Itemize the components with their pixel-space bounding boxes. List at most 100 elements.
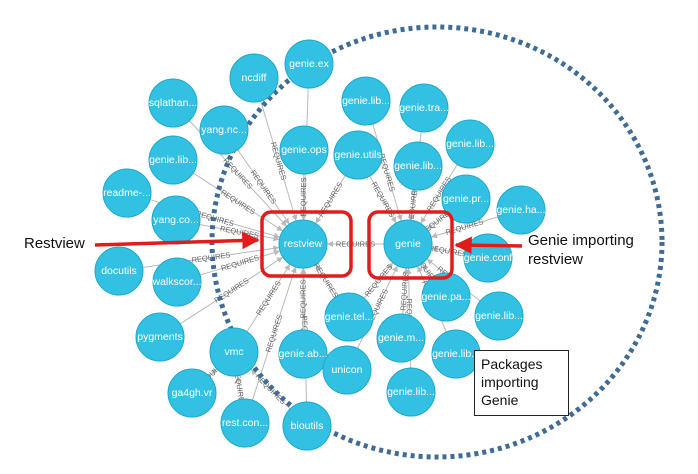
edge-genie_tel-to-restview: REQUIRES: [312, 262, 340, 300]
node-circle[interactable]: [148, 78, 198, 128]
node-circle[interactable]: [333, 130, 383, 180]
node-genie_lib_a[interactable]: genie.lib...: [148, 135, 198, 185]
node-label: genie.lib...: [342, 95, 390, 107]
node-circle[interactable]: [284, 39, 334, 89]
node-docutils[interactable]: docutils: [94, 246, 144, 296]
packages-line1: Packages: [481, 356, 543, 372]
node-label: sqlathan...: [149, 97, 197, 109]
node-circle[interactable]: [399, 83, 449, 133]
edge-genie_ab-to-restview: REQUIRES: [299, 268, 308, 330]
edge-label: REQUIRES: [299, 177, 308, 216]
edge-genie_lib_c-to-genie: REQUIRES: [406, 185, 420, 225]
node-circle[interactable]: [278, 219, 328, 269]
node-yang_nc[interactable]: yang.nc...: [199, 105, 249, 155]
node-rest_con[interactable]: rest.con...: [220, 398, 270, 448]
edge-line: [179, 256, 284, 325]
node-unicon[interactable]: unicon: [322, 345, 372, 395]
node-bioutils[interactable]: bioutils: [282, 401, 332, 451]
node-genie_ab[interactable]: genie.ab...: [278, 329, 328, 379]
node-circle[interactable]: [199, 105, 249, 155]
node-genie_lib_f[interactable]: genie.lib...: [431, 329, 481, 379]
node-readme[interactable]: readme-...: [102, 168, 152, 218]
node-genie_lib_g[interactable]: genie.lib...: [386, 367, 436, 417]
genie-highlight-box: [367, 210, 454, 280]
node-circle[interactable]: [152, 257, 202, 307]
node-label: genie.lib...: [475, 310, 523, 322]
node-circle[interactable]: [220, 398, 270, 448]
node-genie_utils[interactable]: genie.utils: [333, 130, 383, 180]
packages-line2: importing: [481, 374, 539, 390]
node-circle[interactable]: [94, 246, 144, 296]
edge-line: [421, 263, 433, 278]
node-genie_tra[interactable]: genie.tra...: [399, 83, 449, 133]
node-sqlathan[interactable]: sqlathan...: [148, 78, 198, 128]
node-circle[interactable]: [102, 168, 152, 218]
node-circle[interactable]: [341, 76, 391, 126]
edge-line: [430, 216, 499, 239]
node-ga4gh[interactable]: ga4gh.vr: [167, 368, 217, 418]
node-genie_ex[interactable]: genie.ex: [284, 39, 334, 89]
packages-importing-genie-box: Packages importing Genie: [474, 350, 569, 416]
node-circle[interactable]: [279, 125, 329, 175]
node-label: ga4gh.vr: [172, 387, 213, 399]
node-label: vmc: [224, 346, 243, 358]
node-pygments[interactable]: pygments: [135, 312, 185, 362]
edge-line: [426, 213, 448, 230]
node-genie_ops[interactable]: genie.ops: [279, 125, 329, 175]
node-circle[interactable]: [282, 401, 332, 451]
node-circle[interactable]: [496, 185, 546, 235]
node-circle[interactable]: [474, 291, 524, 341]
node-circle[interactable]: [278, 329, 328, 379]
node-restview[interactable]: restview: [278, 219, 328, 269]
node-ncdiff[interactable]: ncdiff: [229, 53, 279, 103]
node-label: genie: [395, 238, 421, 250]
node-genie_ha[interactable]: genie.ha...: [496, 185, 546, 235]
node-label: bioutils: [291, 420, 324, 432]
node-circle[interactable]: [445, 119, 495, 169]
node-circle[interactable]: [386, 367, 436, 417]
edge-label: REQUIRES: [399, 271, 411, 311]
node-genie_conf[interactable]: genie.conf: [463, 233, 513, 283]
node-genie_lib_d[interactable]: genie.lib...: [445, 119, 495, 169]
node-label: genie.conf: [464, 252, 513, 264]
node-label: genie.pa...: [421, 291, 470, 303]
genie-callout-label: Genie importing restview: [528, 231, 634, 269]
node-yang_co[interactable]: yang.co...: [151, 195, 201, 245]
edge-label: REQUIRES: [254, 279, 283, 317]
node-circle[interactable]: [167, 368, 217, 418]
edge-line: [363, 262, 394, 299]
node-circle[interactable]: [229, 53, 279, 103]
node-circle[interactable]: [441, 174, 491, 224]
node-genie_pr[interactable]: genie.pr...: [441, 174, 491, 224]
node-label: pygments: [137, 331, 183, 343]
node-circle[interactable]: [324, 292, 374, 342]
node-circle[interactable]: [135, 312, 185, 362]
edge-line: [315, 264, 337, 297]
node-label: genie.ha...: [496, 204, 545, 216]
node-circle[interactable]: [393, 141, 443, 191]
node-genie_tel[interactable]: genie.tel...: [324, 292, 374, 342]
node-label: ncdiff: [242, 72, 267, 84]
node-genie_lib_c[interactable]: genie.lib...: [393, 141, 443, 191]
node-label: genie.lib...: [446, 138, 494, 150]
edge-line: [208, 368, 218, 377]
node-circle[interactable]: [376, 313, 426, 363]
node-genie_lib_b[interactable]: genie.lib...: [341, 76, 391, 126]
node-circle[interactable]: [421, 272, 471, 322]
node-vmc[interactable]: vmc: [209, 327, 259, 377]
node-genie[interactable]: genie: [383, 219, 433, 269]
edge-label: REQUIRES: [312, 262, 340, 300]
edge-genie-to-restview: REQUIRES: [327, 240, 384, 249]
node-circle[interactable]: [209, 327, 259, 377]
node-walkscor[interactable]: walkscor...: [151, 257, 202, 307]
restview-arrow: [94, 231, 260, 250]
edge-label: REQUIRES: [219, 188, 257, 217]
node-genie_pa[interactable]: genie.pa...: [421, 272, 471, 322]
node-circle[interactable]: [148, 135, 198, 185]
node-label: genie.m...: [378, 332, 424, 344]
node-genie_m[interactable]: genie.m...: [376, 313, 426, 363]
edge-genie_m-to-genie: REQUIRES: [399, 267, 411, 315]
node-circle[interactable]: [322, 345, 372, 395]
node-circle[interactable]: [383, 219, 433, 269]
node-genie_lib_e[interactable]: genie.lib...: [474, 291, 524, 341]
